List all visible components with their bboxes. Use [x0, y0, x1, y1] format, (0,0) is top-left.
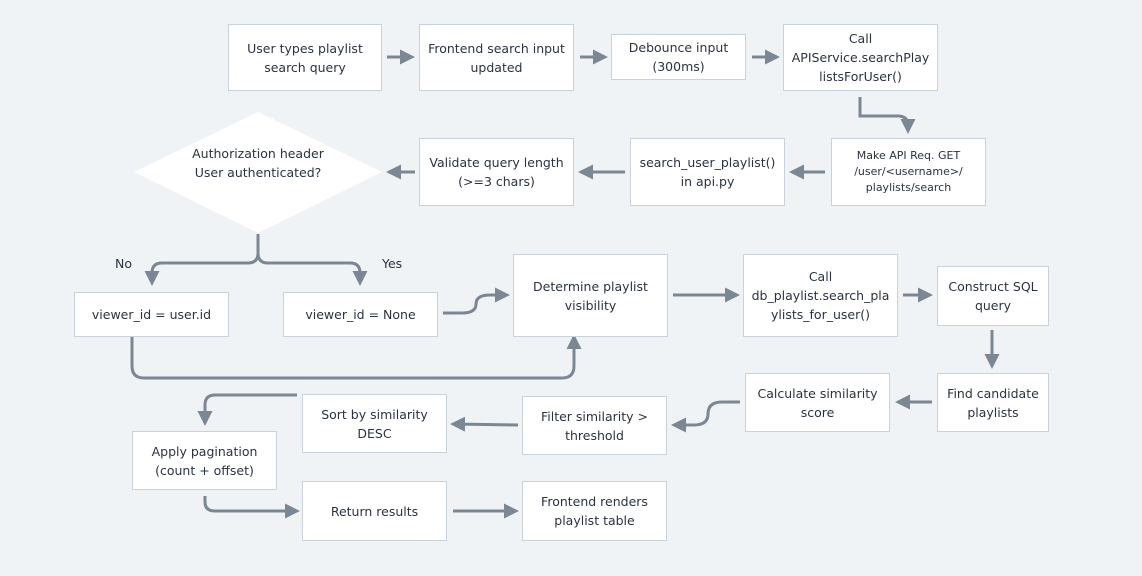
node-user-types-query: User types playlist search query [228, 24, 382, 91]
node-sort-similarity: Sort by similarity DESC [302, 394, 447, 453]
node-make-api-request: Make API Req. GET /user/<username>/ play… [831, 138, 986, 206]
edge-pagination-to-return [203, 496, 300, 519]
decision-authorization-label: Authorization header User authenticated? [192, 146, 324, 180]
node-frontend-renders: Frontend renders playlist table [522, 481, 667, 541]
node-filter-similarity: Filter similarity > threshold [522, 396, 667, 455]
edge-auth-yes [256, 234, 368, 286]
node-return-results: Return results [302, 481, 447, 541]
edge-label-no: No [115, 256, 132, 271]
node-apply-pagination: Apply pagination (count + offset) [132, 431, 277, 490]
edge-filter-to-sort [450, 416, 519, 432]
node-construct-sql: Construct SQL query [937, 266, 1049, 326]
edge-label-yes: Yes [382, 256, 403, 271]
edge-user-to-visibility [130, 334, 582, 380]
edge-call-api-to-make-req [858, 97, 916, 134]
node-determine-visibility: Determine playlist visibility [513, 254, 668, 337]
node-call-api-service: Call APIService.searchPlay listsForUser(… [783, 24, 938, 91]
node-call-db-playlist: Call db_playlist.search_pla ylists_for_u… [743, 254, 898, 337]
node-frontend-input-updated: Frontend search input updated [419, 24, 574, 91]
edge-calc-to-filter [671, 400, 740, 433]
decision-diamond [134, 112, 382, 233]
node-viewer-id-none: viewer_id = None [283, 292, 438, 337]
node-debounce-input: Debounce input (300ms) [611, 34, 746, 80]
node-validate-query-length: Validate query length (>=3 chars) [419, 138, 574, 206]
node-find-candidates: Find candidate playlists [937, 373, 1049, 432]
node-search-user-playlist: search_user_playlist() in api.py [630, 138, 785, 206]
edge-auth-no [144, 234, 260, 286]
edge-to-pagination [197, 393, 297, 426]
edge-none-to-visibility [443, 287, 510, 315]
node-calculate-similarity: Calculate similarity score [745, 373, 890, 432]
node-viewer-id-user: viewer_id = user.id [74, 292, 229, 337]
